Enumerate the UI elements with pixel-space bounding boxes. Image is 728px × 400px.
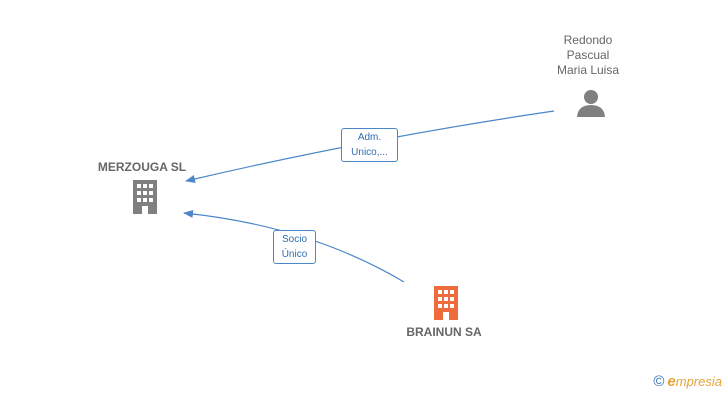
person-icon[interactable] [576,88,606,118]
edge-label-line: Unico,... [351,147,388,158]
person-name[interactable]: Redondo Pascual Maria Luisa [538,33,638,78]
building-icon[interactable] [430,285,462,321]
edge-label-adm-unico[interactable]: Adm. Unico,... [341,128,398,162]
building-icon[interactable] [129,179,161,215]
edge-label-line: Adm. [357,132,382,143]
edge-label-socio-unico[interactable]: Socio Único [273,230,316,264]
person-name-line: Redondo [563,33,613,47]
copyright-icon: © [653,373,665,390]
company-name-merzouga[interactable]: MERZOUGA SL [97,160,187,174]
company-name-brainun[interactable]: BRAINUN SA [406,325,482,339]
person-name-line: Pascual [566,48,610,62]
empresia-logo: ©empresia [653,373,722,390]
logo-letter: e [667,373,676,390]
person-name-line: Maria Luisa [556,63,620,77]
edge-label-line: Socio [281,234,307,245]
logo-text: mpresia [675,374,722,389]
edge-label-line: Único [281,249,308,260]
